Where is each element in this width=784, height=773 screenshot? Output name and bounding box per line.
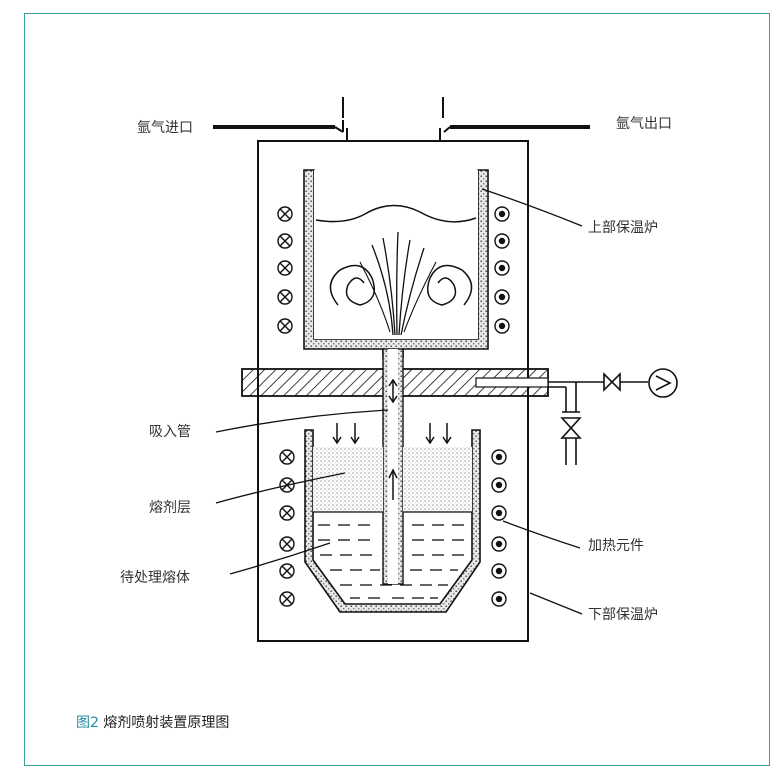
argon-outlet-pipe	[442, 97, 590, 133]
label-argon-inlet: 氩气进口	[137, 120, 193, 136]
upper-left-heating-coils	[277, 206, 293, 334]
argon-inlet-pipe	[213, 97, 344, 133]
leader-lines	[215, 188, 583, 615]
upper-right-heating-coils	[494, 206, 510, 334]
top-cap	[346, 128, 441, 142]
lower-left-heating-coils	[279, 449, 295, 607]
gas-line-valves	[548, 368, 678, 465]
label-flux-layer: 熔剂层	[149, 500, 191, 516]
lower-right-heating-coils	[491, 449, 507, 607]
figure-title: 熔剂喷射装置原理图	[103, 715, 230, 731]
label-melt: 待处理熔体	[120, 570, 190, 586]
label-heating-element: 加热元件	[588, 538, 644, 554]
figure-number: 图2	[76, 715, 99, 731]
figure-frame	[24, 13, 770, 766]
upper-crucible	[303, 169, 489, 358]
lower-crucible	[304, 423, 481, 613]
label-suction-tube: 吸入管	[149, 424, 191, 440]
label-upper-furnace: 上部保温炉	[588, 220, 658, 236]
figure-caption: 图2 熔剂喷射装置原理图	[76, 712, 229, 732]
suction-tube	[382, 348, 404, 585]
label-argon-outlet: 氩气出口	[616, 116, 672, 132]
label-lower-furnace: 下部保温炉	[588, 607, 658, 623]
